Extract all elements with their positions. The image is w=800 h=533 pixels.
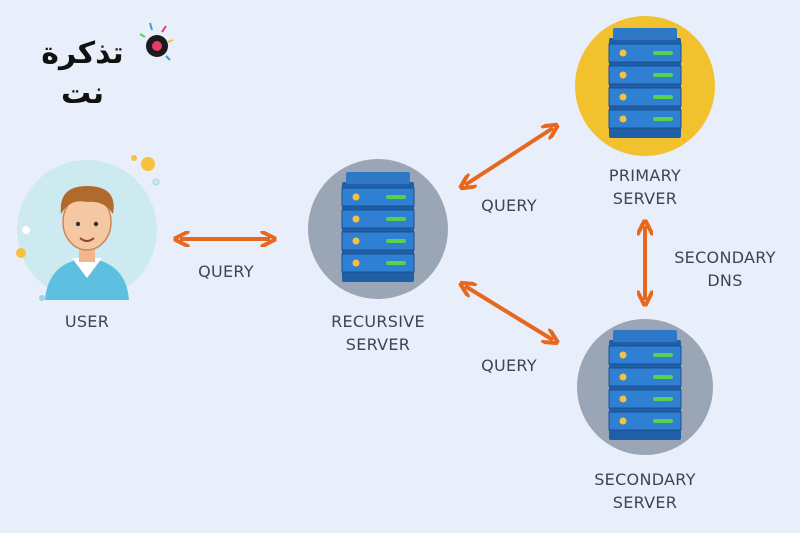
query-text-1: QUERY <box>198 262 254 281</box>
logo-icon <box>139 22 174 61</box>
arrow-recursive-primary <box>465 128 553 185</box>
secondary-label-line1: SECONDARY <box>594 470 696 489</box>
query-text-2: QUERY <box>481 196 537 215</box>
user-label: USER <box>37 310 137 333</box>
secondary-label-line2: SERVER <box>612 493 678 512</box>
query-text-3: QUERY <box>481 356 537 375</box>
primary-label-line2: SERVER <box>612 189 678 208</box>
query-label-recursive-secondary: QUERY <box>469 354 549 377</box>
recursive-label-line2: SERVER <box>345 335 411 354</box>
query-label-user-recursive: QUERY <box>186 260 266 283</box>
recursive-server-icon <box>308 159 448 299</box>
primary-server-icon <box>575 16 715 156</box>
secondary-dns-line1: SECONDARY <box>674 248 776 267</box>
secondary-server-icon <box>577 319 713 455</box>
secondary-dns-label: SECONDARY DNS <box>660 246 790 292</box>
recursive-label-line1: RECURSIVE <box>331 312 425 331</box>
user-label-text: USER <box>64 312 110 331</box>
secondary-server-label: SECONDARY SERVER <box>575 468 715 514</box>
primary-label-line1: PRIMARY <box>608 166 682 185</box>
query-label-recursive-primary: QUERY <box>469 194 549 217</box>
arrow-recursive-secondary <box>465 286 553 340</box>
primary-server-label: PRIMARY SERVER <box>575 164 715 210</box>
user-node-icon <box>16 155 160 301</box>
secondary-dns-line2: DNS <box>707 271 743 290</box>
recursive-server-label: RECURSIVE SERVER <box>308 310 448 356</box>
logo-text: تذكرة نت <box>41 36 124 111</box>
